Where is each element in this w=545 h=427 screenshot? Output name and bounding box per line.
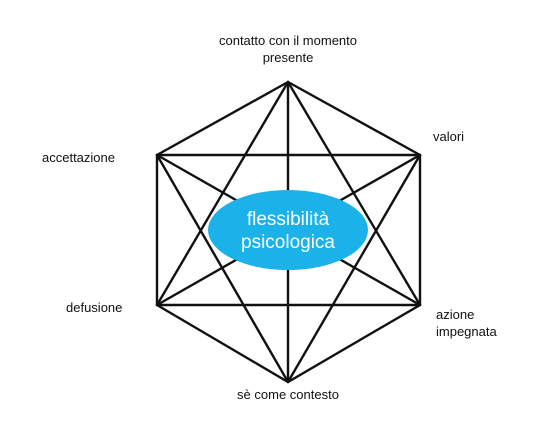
node-lower-left-label: defusione <box>66 299 122 316</box>
node-top-line1: contatto con il momento <box>218 33 358 48</box>
center-label-line2: psicologica <box>241 232 335 253</box>
center-label-line1: flessibilità <box>246 209 330 230</box>
node-lower-right-line2: impegnata <box>436 324 497 339</box>
edge-lower_right-bottom <box>286 303 422 384</box>
hexaflex-edges <box>155 80 422 384</box>
node-bottom-label: sè come contesto <box>213 386 363 403</box>
node-top-line2: presente <box>262 50 314 65</box>
node-lower-right-line1: azione <box>436 307 475 322</box>
center-ellipse <box>208 190 368 270</box>
node-lower-left-line1: defusione <box>66 300 123 315</box>
node-bottom-line1: sè come contesto <box>237 387 339 402</box>
edge-top-upper_right <box>286 80 422 157</box>
edge-bottom-upper_left <box>155 153 290 384</box>
node-upper-right-line1: valori <box>433 129 465 144</box>
node-upper-left-label: accettazione <box>42 149 115 166</box>
center-label: flessibilità psicologica <box>213 208 363 254</box>
edge-bottom-lower_left <box>155 303 290 384</box>
node-lower-right-label: azione impegnata <box>436 306 497 340</box>
edge-top-upper_left <box>155 80 290 157</box>
node-upper-left-line1: accettazione <box>42 150 115 165</box>
node-upper-right-label: valori <box>433 128 464 145</box>
node-top-label: contatto con il momento presente <box>213 32 363 66</box>
